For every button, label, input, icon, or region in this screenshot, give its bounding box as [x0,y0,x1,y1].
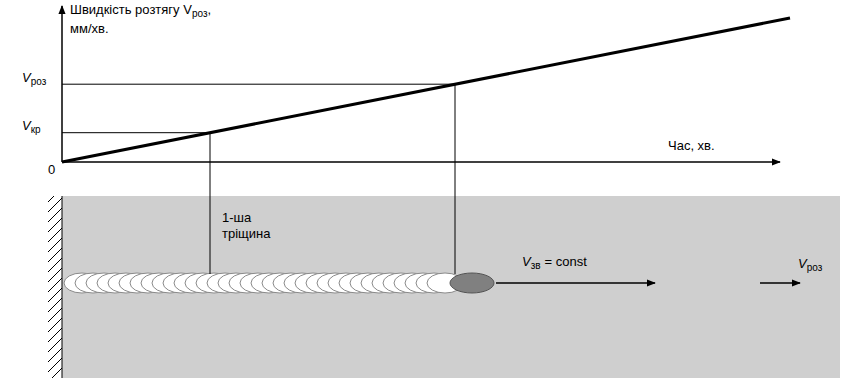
fixed-wall-edge [62,196,63,378]
label-text: , [207,2,211,17]
crack-projection [210,133,211,274]
subscript: кр [31,124,41,135]
weld-pool [450,273,494,293]
text-line: Vроз [22,70,46,89]
current-projection [455,84,456,274]
subscript: зв [531,260,541,271]
subscript: роз [31,76,47,87]
critical-speed-tick: Vкр [22,118,41,137]
tension-speed-tick: Vроз [22,70,46,89]
critical-speed-level [62,132,210,133]
plate [62,196,840,378]
speed-line [62,18,790,162]
label-text: Швидкість розтягу V [70,2,192,17]
tension-arrow [760,282,800,284]
subscript: роз [192,8,208,19]
tension-speed-label: Vроз [798,256,822,275]
text-line: Vроз [798,256,822,275]
welding-speed-label: Vзв = const [522,254,587,273]
fixed-wall-hatch [48,196,62,378]
label-text: мм/хв. [70,21,109,36]
welding-speed-arrow [496,282,655,284]
label-text: V [522,254,531,269]
first-crack-label: 1-ша тріщина [222,210,288,243]
x-axis-title: Час, хв. [668,138,715,154]
text-line: Час, хв. [668,138,715,154]
label-text: Час, хв. [668,138,715,153]
subscript: роз [807,262,823,273]
text-line: 0 [48,162,55,178]
weld-bead [64,273,463,293]
label-text: 1-ша тріщина [222,210,270,241]
x-axis [62,161,780,163]
text-line: 1-ша тріщина [222,210,288,243]
label-text: 0 [48,162,55,177]
y-axis-title: Швидкість розтягу Vроз,мм/хв. [70,2,211,37]
label-text: = const [545,254,587,269]
label-text: V [798,256,807,271]
origin-label: 0 [48,162,55,178]
label-text: V [22,70,31,85]
tension-speed-level [62,84,455,85]
text-line: Швидкість розтягу Vроз, [70,2,211,21]
text-line: Vзв = const [522,254,587,273]
text-line: мм/хв. [70,21,211,37]
label-text: V [22,118,31,133]
text-line: Vкр [22,118,41,137]
